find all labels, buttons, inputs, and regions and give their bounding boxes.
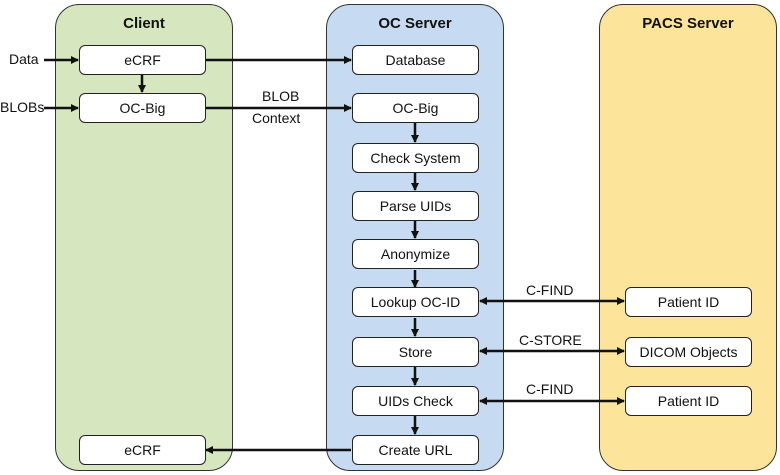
client-ecrf-result-box: eCRF [79, 435, 206, 465]
server-create-url-box: Create URL [352, 435, 479, 465]
server-parse-uids-box: Parse UIDs [352, 191, 479, 221]
client-lane-title: Client [123, 15, 165, 32]
pacs-server-lane-title: PACS Server [642, 15, 734, 32]
client-lane: Client [55, 4, 233, 471]
server-check-system-box: Check System [352, 143, 479, 173]
server-database-box: Database [352, 45, 479, 75]
context-edge-label: Context [252, 110, 301, 126]
server-anonymize-box: Anonymize [352, 239, 479, 269]
c-find-label-1: C-FIND [526, 282, 574, 298]
client-ocbig-box: OC-Big [79, 93, 206, 123]
pacs-patient-id-box-2: Patient ID [625, 386, 752, 416]
pacs-dicom-objects-box: DICOM Objects [625, 337, 752, 367]
server-store-box: Store [352, 337, 479, 367]
server-ocbig-box: OC-Big [352, 93, 479, 123]
server-uids-check-box: UIDs Check [352, 386, 479, 416]
blob-edge-label: BLOB [262, 88, 300, 104]
oc-server-lane-title: OC Server [378, 15, 452, 32]
server-lookup-oc-id-box: Lookup OC-ID [352, 287, 479, 317]
c-find-label-2: C-FIND [526, 381, 574, 397]
c-store-label: C-STORE [519, 332, 582, 348]
pacs-patient-id-box: Patient ID [625, 287, 752, 317]
data-input-label: Data [9, 51, 39, 67]
client-ecrf-box: eCRF [79, 45, 206, 75]
blobs-input-label: BLOBs [0, 99, 45, 115]
